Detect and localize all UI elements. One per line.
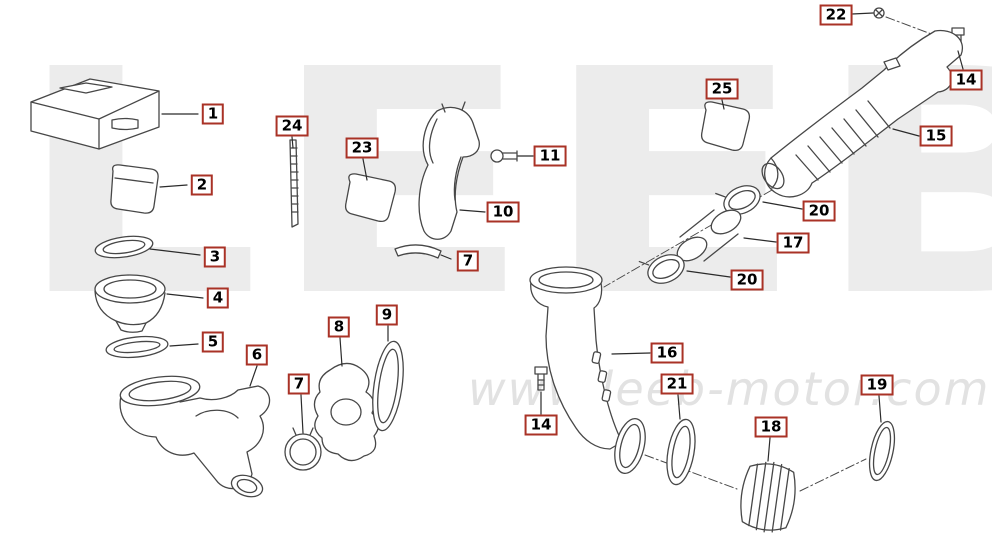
part-callout-10[interactable]: 10 [486,201,520,223]
leader-line-21 [677,394,681,420]
part-callout-7[interactable]: 7 [456,250,480,272]
part-drawing-9 [372,340,404,432]
part-callout-6[interactable]: 6 [245,344,269,366]
part-drawing-1 [30,78,160,150]
part-drawing-14-lower [534,366,548,391]
part-drawing-2 [110,164,159,214]
part-callout-19[interactable]: 19 [860,374,894,396]
part-drawing-10 [418,101,480,240]
leader-line-22 [851,12,874,15]
leader-line-20 [686,270,731,278]
leader-line-4 [166,293,204,299]
part-callout-18[interactable]: 18 [754,416,788,438]
leader-line-20 [762,201,803,210]
part-drawing-15 [761,29,963,198]
leader-line-3 [149,248,201,256]
part-drawing-25 [700,101,751,152]
part-callout-24[interactable]: 24 [275,115,309,137]
leader-line-24 [291,136,294,149]
leader-line-2 [159,184,188,188]
part-drawing-24 [289,139,299,228]
leader-line-18 [767,437,771,462]
part-drawing-17 [676,209,742,262]
part-drawing-19 [868,420,896,482]
leader-line-15 [892,128,920,137]
leader-line-7 [300,394,304,434]
part-callout-20[interactable]: 20 [730,269,764,291]
leader-line-23 [362,158,368,181]
part-drawing-6 [119,375,271,498]
leader-line-16 [611,352,651,355]
part-drawing-8 [313,362,380,462]
part-callout-7[interactable]: 7 [287,373,311,395]
leader-line-8 [339,337,343,367]
part-callout-25[interactable]: 25 [705,78,739,100]
part-callout-11[interactable]: 11 [533,145,567,167]
leader-line-5 [169,343,199,347]
part-drawing-22 [873,7,885,19]
part-callout-15[interactable]: 15 [919,125,953,147]
leader-line-6 [249,365,258,387]
part-drawing-20-lower [638,254,685,284]
leader-line-25 [721,99,725,110]
part-drawing-7-strip [394,244,442,259]
leader-line-10 [459,209,486,213]
leader-lines [149,12,964,462]
part-drawing-3 [94,235,154,259]
part-callout-14[interactable]: 14 [949,69,983,91]
part-drawing-5 [105,335,169,359]
part-callout-22[interactable]: 22 [819,4,853,26]
part-callout-21[interactable]: 21 [660,373,694,395]
part-callout-3[interactable]: 3 [203,246,227,268]
leader-line-14 [957,50,964,70]
part-callout-1[interactable]: 1 [201,103,225,125]
part-drawing-4 [94,274,166,333]
part-callout-8[interactable]: 8 [327,316,351,338]
part-drawing-11 [490,149,518,163]
part-callout-16[interactable]: 16 [650,342,684,364]
part-callout-9[interactable]: 9 [375,304,399,326]
leader-line-7 [440,254,452,260]
part-drawing-20-upper [715,185,761,215]
part-callout-2[interactable]: 2 [190,174,214,196]
part-drawing-16 [529,266,646,475]
part-drawing-21 [666,418,696,486]
watermark-logo: LEEB [14,4,992,365]
part-drawing-23 [344,173,397,223]
leader-line-19 [878,395,882,423]
part-callout-23[interactable]: 23 [345,137,379,159]
part-callout-20[interactable]: 20 [802,200,836,222]
part-callout-14[interactable]: 14 [524,414,558,436]
leader-line-17 [743,237,777,243]
part-callout-17[interactable]: 17 [776,232,810,254]
part-drawing-18 [740,461,796,533]
part-callout-4[interactable]: 4 [206,287,230,309]
part-drawing-7-clamp [284,427,322,471]
part-callout-5[interactable]: 5 [201,331,225,353]
